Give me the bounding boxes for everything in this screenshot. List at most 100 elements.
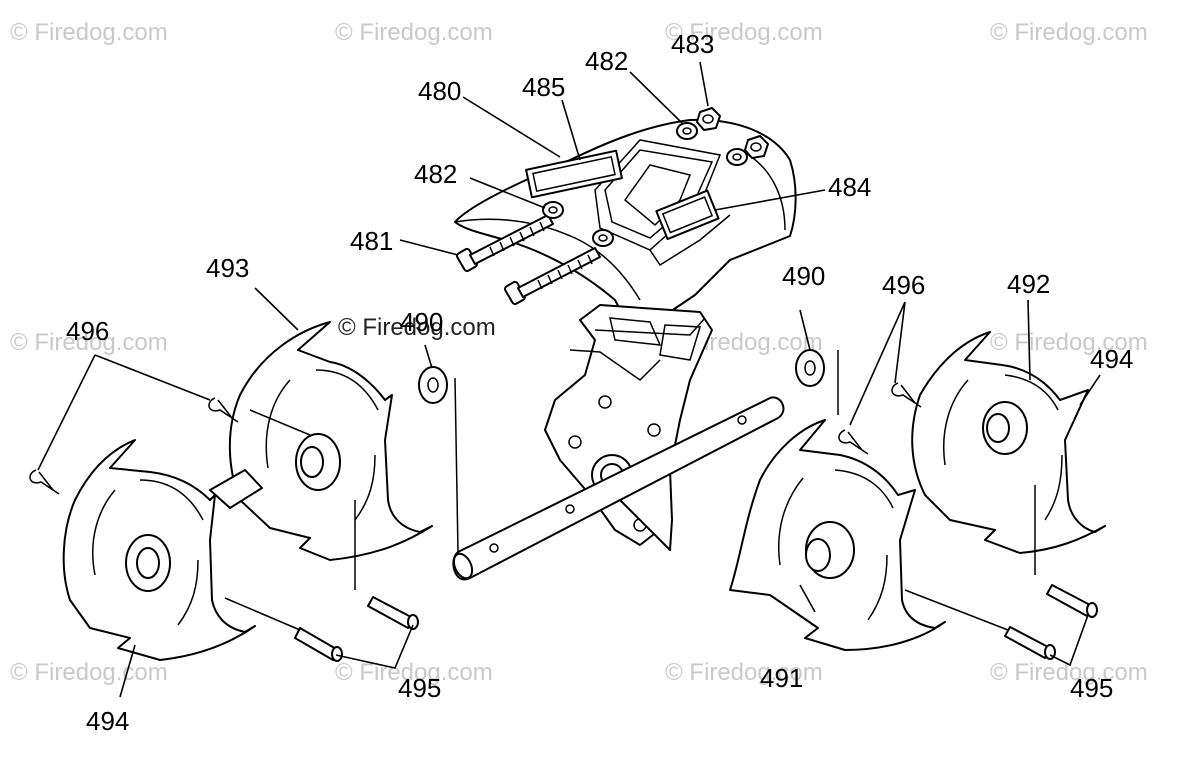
decal-485-border (532, 155, 616, 193)
tine-slot (777, 477, 804, 566)
callout-480: 480 (418, 76, 461, 106)
callout-490: 490 (400, 307, 443, 337)
gearbox-bolt (647, 423, 661, 437)
tine-slot (1044, 454, 1063, 521)
tine-slot (92, 489, 116, 576)
watermark-layer: © Firedog.com © Firedog.com © Firedog.co… (10, 19, 1148, 686)
callout-484: 484 (828, 172, 871, 202)
leader-lines (37, 61, 1101, 698)
axis-line (454, 377, 459, 553)
watermark: © Firedog.com (990, 329, 1148, 356)
washer-hole (598, 234, 608, 242)
gearbox-housing (544, 304, 713, 546)
decal-484-border (661, 196, 714, 234)
gearbox-top-edge (594, 317, 706, 336)
tine-hub-bore (300, 446, 324, 478)
callout-496: 496 (882, 270, 925, 300)
assembly-line (904, 589, 1009, 631)
leader-line (469, 177, 546, 209)
washer-490 (795, 349, 825, 387)
axle-hole (737, 415, 747, 425)
watermark: © Firedog.com (665, 19, 823, 46)
hairpin-clip-496 (208, 397, 239, 423)
washer-490 (418, 366, 448, 404)
callout-496: 496 (66, 316, 109, 346)
leader-line (561, 99, 581, 161)
hairpin-clip-496 (838, 429, 869, 455)
leader-line (849, 301, 906, 426)
tine-492 (911, 331, 1106, 554)
washer-hole (732, 153, 742, 161)
tine-shield-assembly (454, 118, 797, 329)
assembly-line (249, 409, 311, 436)
leader-line (699, 61, 709, 107)
washer-482 (542, 201, 564, 219)
washer-hole (804, 360, 816, 376)
callout-481: 481 (350, 226, 393, 256)
tine-axle-shaft (452, 396, 785, 581)
washer-hole (427, 377, 439, 393)
callout-491: 491 (760, 663, 803, 693)
leader-line (462, 96, 561, 158)
tine-hub-bore (986, 413, 1010, 443)
axle-hole (565, 504, 575, 514)
clevis-pin-495 (367, 596, 414, 629)
shield-housing-base (649, 214, 731, 267)
nut-483 (696, 107, 721, 131)
callout-482: 482 (414, 159, 457, 189)
bolt-threads (537, 254, 593, 290)
clevis-pin-495 (294, 627, 339, 661)
tine-slot (265, 379, 291, 469)
leader-line (399, 239, 459, 256)
clevis-pin-495 (1004, 626, 1051, 659)
washer-482 (676, 122, 698, 140)
tine-slot (354, 454, 376, 521)
nut-hole (750, 142, 762, 152)
gearbox-fin (619, 499, 673, 551)
leader-line (424, 344, 433, 369)
leader-line (799, 309, 811, 351)
leader-line (335, 624, 414, 669)
leader-line (1027, 299, 1031, 381)
tine-hub-bore (136, 547, 160, 579)
watermark: © Firedog.com (990, 19, 1148, 46)
tine-slot (867, 554, 888, 621)
tine-slot (139, 479, 204, 521)
callout-493: 493 (206, 253, 249, 283)
axle-end (452, 552, 474, 580)
hairpin-clip-496 (891, 382, 922, 408)
callout-labels: 480 481 482 482 483 484 485 490 490 491 … (66, 29, 1133, 736)
callout-485: 485 (522, 72, 565, 102)
tine-spacer (209, 469, 263, 509)
washer-hole (548, 206, 558, 214)
callout-492: 492 (1007, 269, 1050, 299)
nut-hole (702, 114, 714, 124)
callout-495: 495 (1070, 673, 1113, 703)
callout-490: 490 (782, 261, 825, 291)
tine-493 (228, 321, 433, 561)
leader-line (714, 189, 826, 211)
tine-slot (177, 559, 199, 626)
watermark: © Firedog.com (10, 329, 168, 356)
shield-housing-opening (623, 164, 692, 227)
nut-483 (744, 135, 769, 159)
leader-line (1079, 374, 1101, 406)
washer-hole (682, 127, 692, 135)
watermark: © Firedog.com (338, 314, 496, 341)
gearbox-bolt (598, 395, 612, 409)
callout-494: 494 (86, 706, 129, 736)
gearbox-top-port (659, 324, 701, 361)
tine-slot (834, 469, 894, 509)
shield-edge-line (454, 218, 641, 301)
washer-482 (726, 148, 748, 166)
watermark: © Firedog.com (335, 19, 493, 46)
callout-482: 482 (585, 46, 628, 76)
leader-line (629, 71, 684, 125)
decal-485 (525, 149, 623, 199)
axle-hole (489, 543, 499, 553)
pin-head (1086, 602, 1098, 618)
leader-line (799, 584, 816, 613)
tine-slot (942, 379, 969, 466)
